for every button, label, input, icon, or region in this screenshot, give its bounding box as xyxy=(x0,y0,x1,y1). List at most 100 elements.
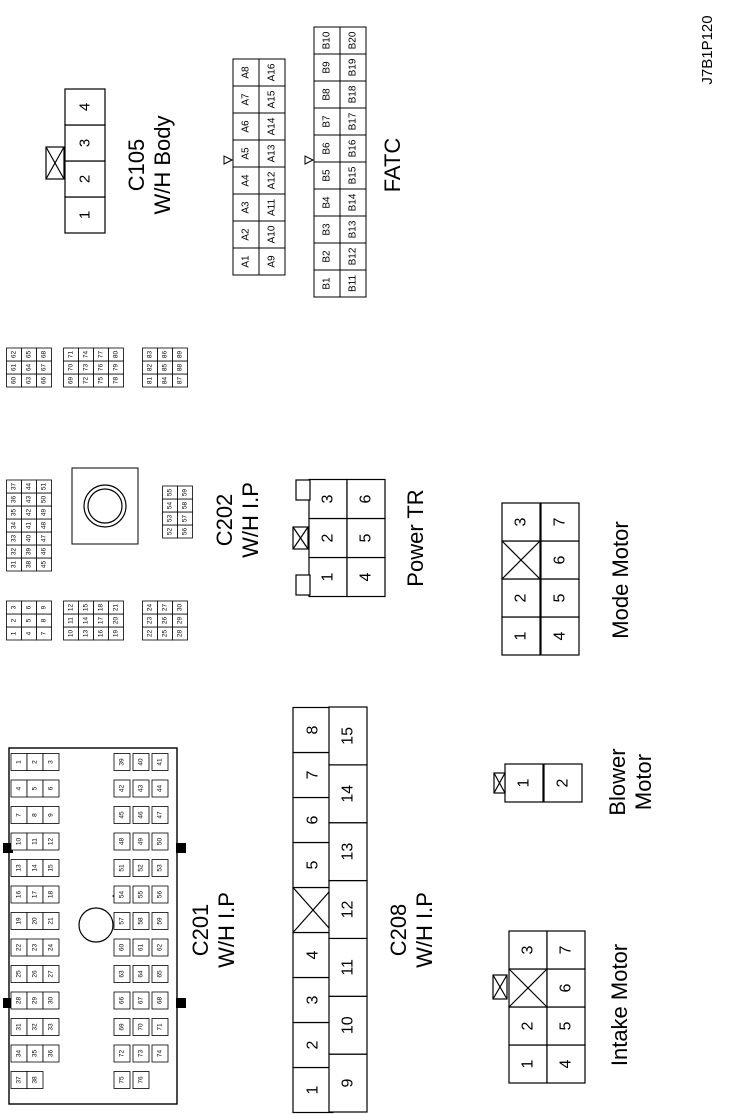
fatc-pin-label: A11 xyxy=(267,199,278,216)
c201-pin-label: 17 xyxy=(32,891,39,899)
c201-pin-label: 71 xyxy=(157,1023,164,1031)
c201-pin: 13 xyxy=(10,859,28,877)
c202-pin-label: 70 xyxy=(68,364,75,372)
c202-pin-label: 80 xyxy=(113,351,120,359)
c201-pin: 49 xyxy=(132,832,150,851)
c202-pin-label: 58 xyxy=(182,502,189,510)
c201-pin: 23 xyxy=(26,938,44,957)
c201-pin-label: 74 xyxy=(157,1050,164,1058)
c208-pin: 14 xyxy=(328,764,368,824)
c202-pin: 59 xyxy=(177,485,193,500)
c202-pin: 46 xyxy=(36,544,52,559)
c208-pin-label: 9 xyxy=(340,1079,357,1088)
c202-pin-label: 48 xyxy=(41,522,48,530)
c208-pin-label: 1 xyxy=(305,1085,322,1094)
c201-pin: 28 xyxy=(10,991,28,1010)
power-tr-pin: 3 xyxy=(308,478,348,520)
c202-pin-label: 85 xyxy=(162,364,169,372)
fatc-pin-label: B17 xyxy=(348,112,359,130)
fatc-pin-label: B4 xyxy=(322,196,333,209)
c202-pin-label: 26 xyxy=(162,617,169,625)
c202-pin: 79 xyxy=(108,360,124,375)
c202-pin: 12 xyxy=(63,600,79,615)
c202-pin: 22 xyxy=(142,626,158,641)
c201-pin-label: 70 xyxy=(138,1023,145,1031)
c201-pin: 26 xyxy=(26,965,44,983)
fatc-pin: A6 xyxy=(232,112,260,141)
fatc-pin-label: A2 xyxy=(241,228,252,241)
c202-pin-label: 12 xyxy=(68,604,75,612)
c202-pin: 43 xyxy=(21,492,37,507)
c202-pin: 15 xyxy=(78,600,94,615)
c105-pin-label: 3 xyxy=(77,139,94,147)
c202-pin-label: 10 xyxy=(68,630,75,638)
c202-pin-label: 49 xyxy=(41,509,48,517)
c202-pin: 49 xyxy=(36,505,52,520)
c202-name: W/H I.P xyxy=(238,482,263,558)
c202-pin: 45 xyxy=(36,557,52,572)
c201-pin: 9 xyxy=(42,806,60,824)
c202-pin: 88 xyxy=(172,360,188,375)
c202-pin-label: 45 xyxy=(41,561,48,569)
fatc-pin: A13 xyxy=(258,139,286,168)
c201-pin: 67 xyxy=(132,991,150,1010)
c202-pin: 84 xyxy=(157,373,173,388)
fatc-pin-label: B7 xyxy=(322,115,333,128)
c201-pin-label: 44 xyxy=(157,785,164,793)
c201-pin-label: 47 xyxy=(157,811,164,819)
c201-code: C201 xyxy=(188,904,213,957)
c208-pin: 2 xyxy=(292,1021,334,1069)
c201-pin-label: 14 xyxy=(32,864,39,872)
c105-code: C105 xyxy=(124,139,149,192)
fatc-pin-label: B9 xyxy=(322,61,333,74)
c208-pin: 1 xyxy=(292,1066,334,1114)
c201-pin: 3 xyxy=(42,753,60,771)
c105-pin-label: 1 xyxy=(77,211,94,219)
mode-motor-pin: 3 xyxy=(501,502,541,542)
c208-pin-label: 14 xyxy=(340,785,357,803)
c202-pin: 85 xyxy=(157,360,173,375)
fatc-pin-label: A5 xyxy=(241,147,252,160)
c201-pin-label: 48 xyxy=(119,838,126,846)
c201-pin: 14 xyxy=(26,859,44,877)
c202-pin-label: 71 xyxy=(68,351,75,359)
intake-motor-pin: 3 xyxy=(508,930,548,970)
fatc-pin: B7 xyxy=(313,107,341,136)
c202-pin: 39 xyxy=(21,544,37,559)
c201-pin: 2 xyxy=(26,753,44,771)
c202-connector: 1234567891011121314151617181920212223242… xyxy=(6,347,193,641)
c202-pin: 64 xyxy=(21,360,37,375)
fatc-pin-label: A4 xyxy=(241,174,252,187)
c202-pin-label: 25 xyxy=(162,630,169,638)
mode-motor-pin-label: 1 xyxy=(513,631,530,640)
c202-pin: 3 xyxy=(6,600,22,615)
c201-pin-label: 53 xyxy=(157,864,164,872)
c201-pin: 43 xyxy=(132,779,150,798)
c201-pin: 59 xyxy=(151,912,169,930)
fatc-pin: A9 xyxy=(258,247,286,276)
c202-pin-label: 34 xyxy=(11,522,18,530)
c202-pin: 36 xyxy=(6,492,22,507)
c201-pin-label: 3 xyxy=(48,760,55,764)
fatc-pin: B3 xyxy=(313,215,341,244)
fatc-pin: B11 xyxy=(339,269,367,298)
mode-motor-blank xyxy=(501,540,541,580)
c202-pin-label: 32 xyxy=(11,548,18,556)
c208-code: C208 xyxy=(386,904,411,957)
c105-pin: 3 xyxy=(64,124,106,162)
c201-pin-label: 51 xyxy=(119,864,126,872)
c208-pin-label: 2 xyxy=(305,1040,322,1049)
c201-pin: 75 xyxy=(113,1071,131,1089)
fatc-pin: B13 xyxy=(339,215,367,244)
c201-pin-label: 34 xyxy=(16,1050,23,1058)
c201-pin: 24 xyxy=(42,938,60,957)
fatc-pin: B17 xyxy=(339,107,367,136)
c202-pin-label: 74 xyxy=(83,351,90,359)
fatc-connector: A1A2A3A4A5A6A7A8A9A10A11A12A13A14A15A16B… xyxy=(223,26,367,298)
c202-pin: 35 xyxy=(6,505,22,520)
c202-pin-label: 73 xyxy=(83,364,90,372)
c202-pin-label: 27 xyxy=(162,604,169,612)
c202-pin-label: 35 xyxy=(11,509,18,517)
c202-pin-label: 15 xyxy=(83,604,90,612)
